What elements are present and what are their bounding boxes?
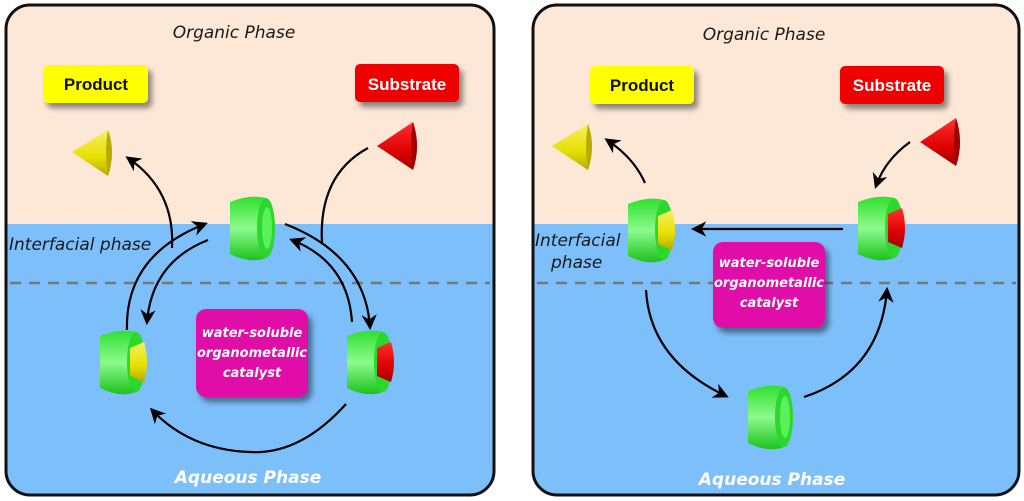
catalyst-product-complex-icon: [100, 330, 147, 395]
catalyst-substrate-complex-icon: [347, 330, 394, 395]
interfacial-phase-label: Interfacial phase: [9, 235, 151, 255]
aqueous-phase-label: Aqueous Phase: [697, 470, 845, 490]
organic-phase-region: [533, 5, 1019, 225]
catalyst-ring-icon: [748, 385, 793, 450]
substrate-badge: [840, 66, 944, 104]
organic-phase-label: Organic Phase: [173, 23, 296, 43]
panel-border: [531, 3, 1021, 497]
interfacial-label-line-1: Interfacial: [535, 231, 621, 251]
arrow-inner-left-down: [140, 238, 209, 326]
catalyst-box: [196, 309, 308, 397]
arrow-outer-right-down: [284, 222, 377, 331]
catalyst-label-line-3: catalyst: [740, 296, 799, 311]
arrow-down-to-free-catalyst: [644, 289, 729, 398]
substrate-label: Substrate: [853, 76, 931, 95]
panel-left: Organic Phase Interfacial phase Aqueous …: [4, 3, 496, 497]
catalyst-label-line-3: catalyst: [223, 366, 282, 381]
catalyst-box: [713, 242, 825, 328]
arrow-bottom-return: [149, 403, 347, 454]
catalyst-product-complex-icon: [628, 198, 675, 263]
catalyst-label-line-2: organometallic: [714, 276, 824, 291]
catalyst-label-line-1: water-soluble: [202, 326, 303, 341]
catalyst-substrate-complex-icon: [858, 196, 905, 261]
panel-border: [4, 3, 496, 497]
catalyst-label-line-1: water-soluble: [719, 256, 820, 271]
product-label: Product: [64, 75, 129, 94]
product-badge: [590, 66, 694, 104]
substrate-badge: [355, 64, 459, 102]
product-badge: [43, 65, 148, 103]
product-label: Product: [610, 76, 675, 95]
catalyst-label-line-2: organometallic: [197, 346, 307, 361]
organic-phase-region: [6, 5, 494, 225]
arrow-up-to-substrate-complex: [803, 286, 894, 399]
arrow-substrate-uptake: [872, 141, 911, 189]
substrate-label: Substrate: [368, 75, 446, 94]
arrow-product-release: [604, 138, 647, 184]
arrow-inner-right-up: [289, 237, 354, 323]
arrow-substrate-uptake: [320, 147, 369, 245]
arrow-product-release: [125, 156, 174, 249]
organic-phase-label: Organic Phase: [703, 25, 826, 45]
catalyst-ring-icon: [230, 196, 275, 261]
arrow-outer-left-up: [125, 221, 208, 331]
aqueous-phase-label: Aqueous Phase: [173, 468, 321, 488]
panel-right: Organic Phase Interfacial phase Aqueous …: [531, 3, 1021, 497]
interfacial-label-line-2: phase: [550, 253, 602, 273]
